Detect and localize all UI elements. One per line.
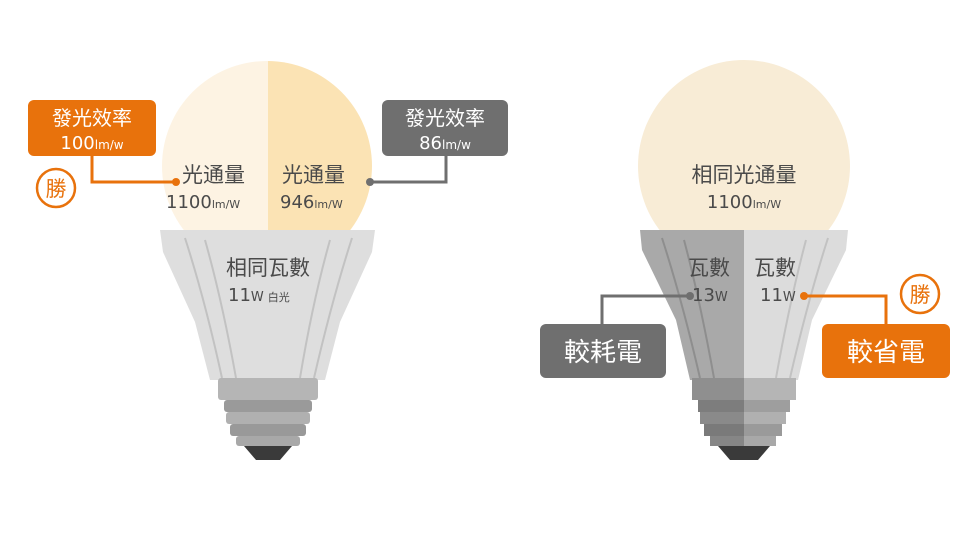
- right-shell-ribs: [661, 237, 829, 379]
- right-watt-right-title: 瓦數: [754, 256, 796, 280]
- more-power-label: 較耗電: [564, 338, 642, 368]
- left-bulb-base: [218, 378, 318, 460]
- left-flux-right-title: 光通量: [282, 163, 345, 187]
- right-orange-connector: [804, 294, 888, 326]
- right-bulb: 相同光通量 1100lm/W 瓦數 13W 瓦數 11W 較耗電 較省電 勝: [540, 60, 950, 460]
- left-flux-left-title: 光通量: [182, 163, 245, 187]
- left-orange-dot: [172, 178, 180, 186]
- left-base-title: 相同瓦數: [226, 256, 310, 280]
- right-watt-left-title: 瓦數: [688, 256, 730, 280]
- right-bulb-base: [692, 378, 796, 460]
- left-efficiency-value: 100lm/w: [60, 133, 123, 154]
- less-power-label: 較省電: [847, 338, 925, 368]
- left-orange-connector: [90, 154, 176, 184]
- right-dome: [638, 60, 850, 272]
- left-efficiency-label: 發光效率: [52, 106, 132, 130]
- right-efficiency-value: 86lm/w: [419, 133, 471, 154]
- right-watt-left-value: 13W: [692, 285, 728, 306]
- less-power-badge: [822, 324, 950, 378]
- left-bulb-shell: [160, 230, 375, 380]
- right-win-circle: [899, 273, 941, 315]
- right-win-label: 勝: [910, 283, 931, 307]
- left-flux-left-value: 1100lm/W: [166, 192, 240, 213]
- left-efficiency-badge: [28, 100, 156, 156]
- left-win-label: 勝: [46, 177, 67, 201]
- right-efficiency-badge: [382, 100, 508, 156]
- more-power-badge: [540, 324, 666, 378]
- left-gray-dot: [366, 178, 374, 186]
- left-flux-right-value: 946lm/W: [280, 192, 343, 213]
- left-shell-ribs: [184, 237, 353, 379]
- right-efficiency-label: 發光效率: [405, 106, 485, 130]
- right-watt-right-value: 11W: [760, 285, 796, 306]
- left-win-circle: [35, 167, 77, 209]
- right-dome-title: 相同光通量: [692, 163, 797, 187]
- right-orange-dot: [800, 292, 808, 300]
- left-gray-connector: [370, 154, 448, 184]
- right-gray-connector: [600, 294, 690, 326]
- right-gray-dot: [686, 292, 694, 300]
- right-dome-value: 1100lm/W: [707, 192, 781, 213]
